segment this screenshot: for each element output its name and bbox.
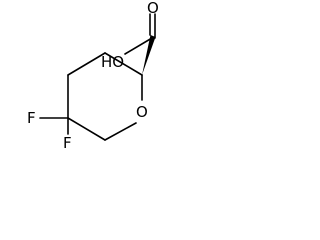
atom-label-ring-oxygen: O	[136, 103, 148, 121]
bond-c-oh	[124, 37, 153, 55]
ring-bond-c6-c5	[67, 117, 106, 141]
stereo-wedge-bond	[142, 35, 156, 75]
atom-label-hydroxyl: HO	[101, 53, 124, 71]
ring-bond-c4-c3	[67, 52, 106, 76]
ring-bond-c3-c2	[104, 52, 143, 76]
ring-bond-o-c6	[104, 122, 137, 141]
molecule-structure-diagram: F F O O HO	[27, 0, 159, 152]
atom-label-carbonyl-oxygen: O	[147, 0, 159, 17]
atom-label-fluorine-left: F	[27, 109, 36, 127]
atom-label-fluorine-bottom: F	[63, 134, 72, 152]
